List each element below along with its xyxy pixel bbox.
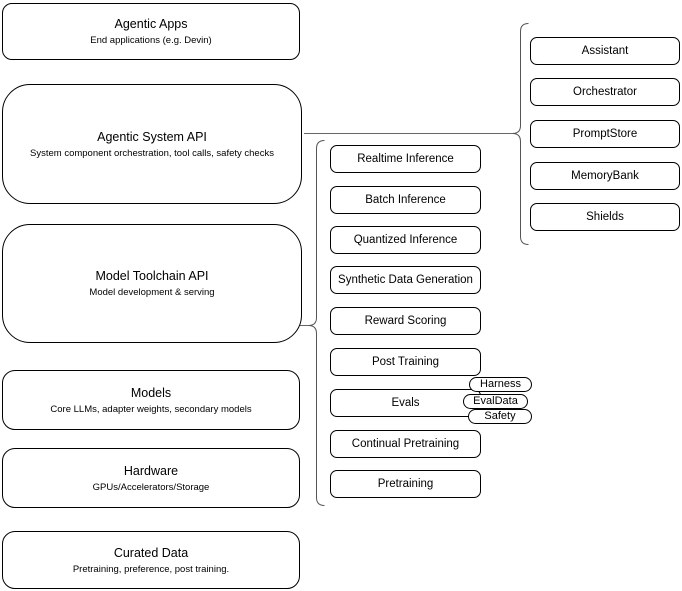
- node-synthetic-data-generation-label: Synthetic Data Generation: [338, 274, 473, 286]
- node-realtime-inference: Realtime Inference: [330, 145, 481, 173]
- node-quantized-inference-label: Quantized Inference: [353, 234, 458, 246]
- node-evals-label: Evals: [391, 397, 420, 409]
- node-quantized-inference: Quantized Inference: [330, 226, 481, 254]
- node-orchestrator: Orchestrator: [530, 78, 680, 106]
- node-continual-pretraining: Continual Pretraining: [330, 430, 481, 458]
- node-model-toolchain-api: Model Toolchain API Model development & …: [2, 224, 302, 343]
- node-assistant-label: Assistant: [581, 45, 629, 57]
- tag-safety-label: Safety: [484, 410, 516, 422]
- node-memorybank-label: MemoryBank: [571, 170, 639, 182]
- node-agentic-system-api: Agentic System API System component orch…: [2, 84, 302, 204]
- node-realtime-inference-label: Realtime Inference: [357, 153, 454, 165]
- node-continual-pretraining-label: Continual Pretraining: [351, 438, 460, 450]
- node-model-toolchain-api-subtitle: Model development & serving: [89, 287, 215, 298]
- node-shields: Shields: [530, 203, 680, 231]
- node-evals: Evals: [330, 389, 481, 417]
- toolchain-brace: [308, 140, 325, 506]
- node-reward-scoring-label: Reward Scoring: [364, 315, 447, 327]
- node-shields-label: Shields: [586, 211, 624, 223]
- node-curated-data-title: Curated Data: [113, 545, 189, 560]
- node-synthetic-data-generation: Synthetic Data Generation: [330, 266, 481, 294]
- node-post-training: Post Training: [330, 348, 481, 376]
- tag-evaldata-label: EvalData: [473, 395, 518, 407]
- node-memorybank: MemoryBank: [530, 162, 680, 190]
- node-hardware-subtitle: GPUs/Accelerators/Storage: [92, 481, 210, 493]
- components-brace: [512, 23, 529, 245]
- node-promptstore-label: PromptStore: [572, 128, 638, 140]
- node-agentic-apps-title: Agentic Apps: [114, 17, 188, 31]
- node-models: Models Core LLMs, adapter weights, secon…: [2, 370, 300, 430]
- node-assistant: Assistant: [530, 37, 680, 65]
- node-promptstore: PromptStore: [530, 120, 680, 148]
- tag-evaldata: EvalData: [463, 394, 528, 409]
- node-hardware: Hardware GPUs/Accelerators/Storage: [2, 448, 300, 508]
- node-pretraining: Pretraining: [330, 470, 481, 498]
- node-models-subtitle: Core LLMs, adapter weights, secondary mo…: [50, 403, 252, 415]
- node-curated-data: Curated Data Pretraining, preference, po…: [2, 531, 300, 589]
- tag-harness: Harness: [469, 377, 532, 392]
- node-curated-data-subtitle: Pretraining, preference, post training.: [72, 563, 230, 575]
- node-batch-inference-label: Batch Inference: [365, 194, 446, 206]
- node-agentic-system-api-subtitle: System component orchestration, tool cal…: [30, 147, 274, 159]
- node-models-title: Models: [130, 385, 172, 400]
- node-agentic-system-api-title: Agentic System API: [97, 129, 207, 144]
- node-agentic-apps-subtitle: End applications (e.g. Devin): [90, 35, 212, 46]
- node-orchestrator-label: Orchestrator: [573, 86, 637, 98]
- node-agentic-apps: Agentic Apps End applications (e.g. Devi…: [2, 3, 300, 60]
- tag-safety: Safety: [468, 409, 532, 424]
- node-post-training-label: Post Training: [371, 356, 440, 368]
- tag-harness-label: Harness: [480, 378, 521, 390]
- node-hardware-title: Hardware: [123, 463, 179, 478]
- node-batch-inference: Batch Inference: [330, 186, 481, 214]
- node-model-toolchain-api-title: Model Toolchain API: [95, 269, 209, 283]
- node-reward-scoring: Reward Scoring: [330, 307, 481, 335]
- node-pretraining-label: Pretraining: [377, 478, 434, 490]
